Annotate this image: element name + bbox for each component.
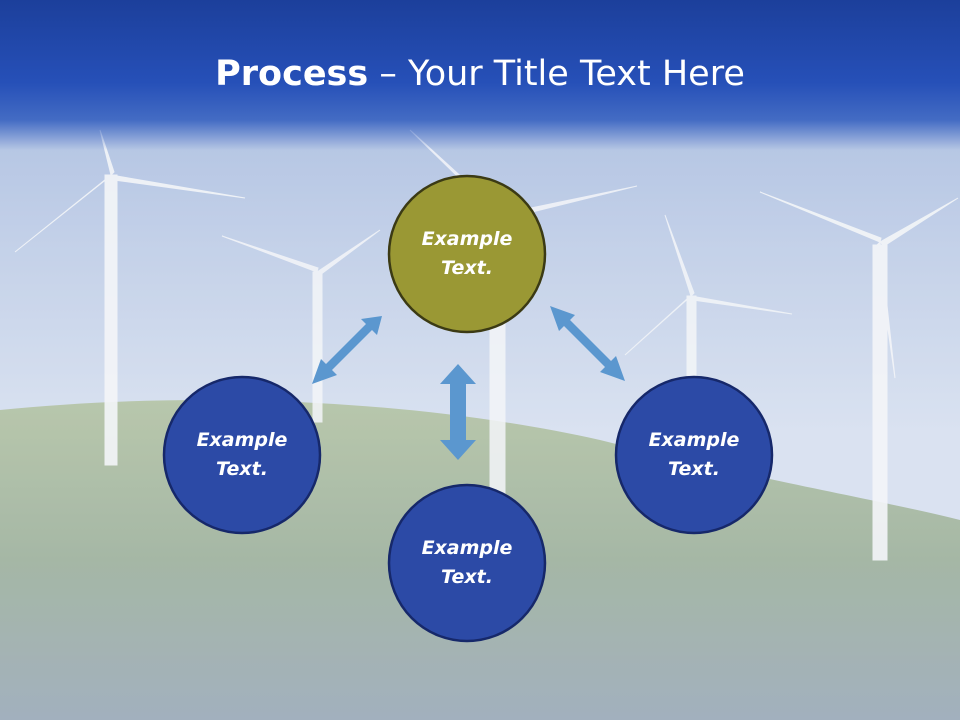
arrow-vertical [440, 364, 476, 460]
wind-turbine-mid-right [624, 214, 793, 427]
arrows [312, 306, 625, 460]
bottom-node-label: Example Text. [421, 537, 513, 588]
left-node-circle [162, 375, 322, 535]
title-rest: – Your Title Text Here [368, 54, 745, 94]
bottom-node-circle [387, 483, 547, 643]
wind-turbine-left [14, 129, 246, 466]
top-node-circle [387, 174, 547, 334]
top-node-label: Example Text. [421, 228, 513, 279]
wind-turbine-mid-left [221, 229, 381, 423]
right-node: Example Text. [615, 376, 773, 534]
arrow-right-diagonal [550, 306, 625, 381]
top-node: Example Text. [388, 175, 546, 333]
left-node-label: Example Text. [196, 429, 288, 480]
slide-title: Process – Your Title Text Here [0, 52, 960, 96]
title-bold: Process [215, 54, 369, 94]
right-node-circle [614, 375, 774, 535]
title-bar [0, 0, 960, 150]
arrow-left-diagonal [312, 316, 382, 384]
wind-turbine-right [759, 191, 959, 561]
left-node: Example Text. [163, 376, 321, 534]
bottom-node: Example Text. [388, 484, 546, 642]
right-node-label: Example Text. [648, 429, 740, 480]
